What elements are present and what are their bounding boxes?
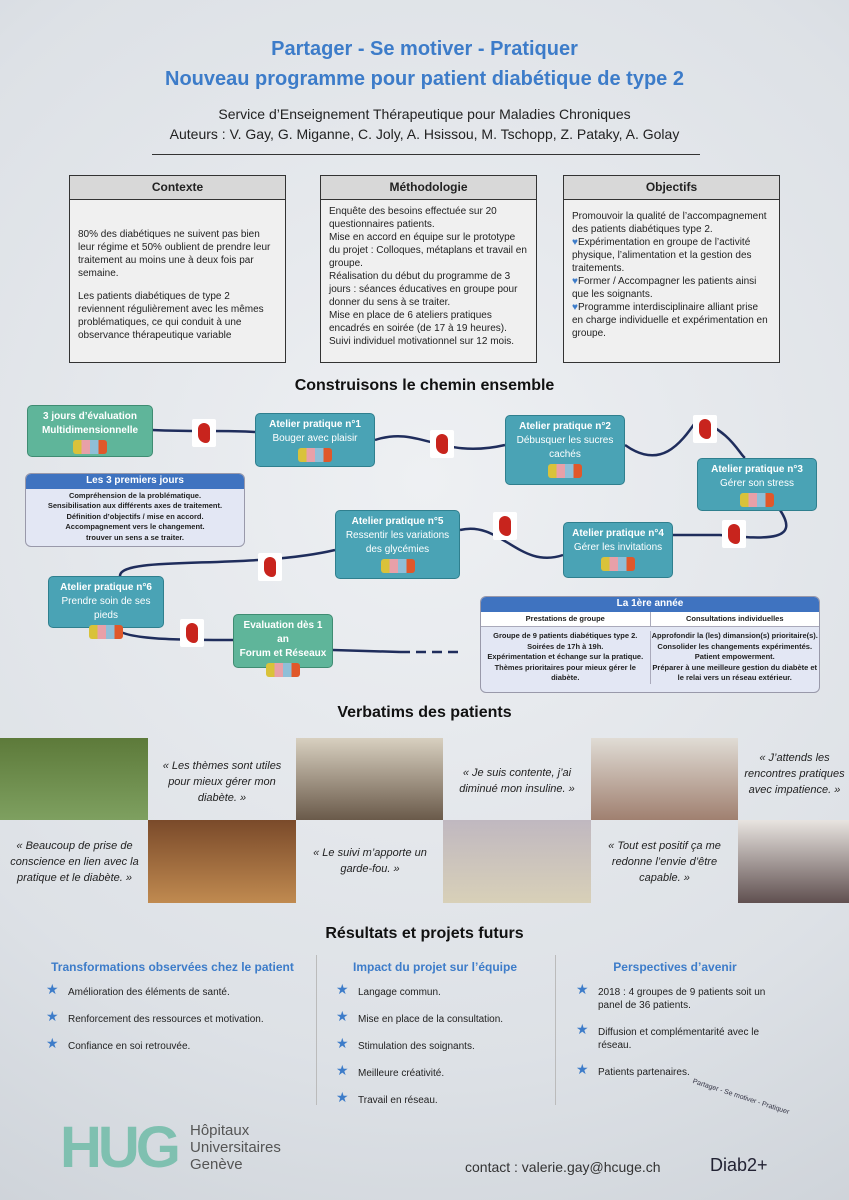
poster-subtitle: Nouveau programme pour patient diabétiqu…: [165, 68, 684, 90]
mascot-icon: [493, 512, 517, 540]
verbatims-heading: Verbatims des patients: [337, 704, 512, 721]
objective-text: Expérimentation en groupe de l’activité …: [572, 237, 752, 274]
mascots-icon: [298, 448, 332, 462]
mascots-icon: [89, 625, 123, 639]
quote: « Je suis contente, j’ai diminué mon ins…: [459, 767, 575, 795]
photo-group-meal: [296, 738, 443, 820]
mascots-icon: [740, 493, 774, 507]
mascots-icon: [601, 557, 635, 571]
service-name: Service d’Enseignement Thérapeutique pou…: [218, 106, 631, 122]
mascots-icon: [266, 663, 300, 677]
methodology-text: Mise en accord en équipe sur le prototyp…: [329, 232, 527, 269]
heart-icon: ♥: [572, 237, 578, 248]
results-col-patient: Transformations observées chez le patien…: [40, 960, 305, 1067]
authors: Auteurs : V. Gay, G. Miganne, C. Joly, A…: [169, 126, 680, 142]
quote: « J’attends les rencontres pratiques ave…: [744, 752, 845, 796]
mascot-icon: [722, 520, 746, 548]
poster-title: Partager - Se motiver - Pratiquer: [271, 38, 578, 60]
divider: [316, 955, 317, 1105]
objective-text: Promouvoir la qualité de l’accompagnemen…: [572, 211, 767, 235]
objectives-box: Objectifs Promouvoir la qualité de l’acc…: [563, 175, 780, 363]
context-title: Contexte: [70, 176, 285, 200]
contact-email: contact : valerie.gay@hcuge.ch: [465, 1159, 661, 1175]
objective-text: Former / Accompagner les patients ainsi …: [572, 276, 757, 300]
diab-logo: Diab2+: [710, 1155, 768, 1175]
methodology-text: Enquête des besoins effectuée sur 20 que…: [329, 206, 497, 230]
mascot-icon: [192, 419, 216, 447]
quote: « Les thèmes sont utiles pour mieux gére…: [162, 760, 282, 804]
mascots-icon: [73, 440, 107, 454]
methodology-text: Mise en place de 6 ateliers pratiques en…: [329, 310, 507, 334]
methodology-title: Méthodologie: [321, 176, 536, 200]
methodology-text: Suivi individuel motivationnel sur 12 mo…: [329, 336, 515, 347]
photo-outdoor-walk: [0, 738, 148, 820]
first-3-days-card: Les 3 premiers jours Compréhension de la…: [25, 473, 245, 547]
mascots-icon: [380, 559, 415, 573]
heart-icon: ♥: [572, 276, 578, 287]
hug-logo: HUG: [60, 1115, 181, 1180]
results-col-team: Impact du projet sur l’équipe Langage co…: [330, 960, 540, 1121]
context-box: Contexte 80% des diabétiques ne suivent …: [69, 175, 286, 363]
mascots-icon: [548, 464, 582, 478]
context-text: Les patients diabétiques de type 2 revie…: [78, 291, 264, 341]
quote: « Le suivi m’apporte un garde-fou. »: [313, 847, 427, 875]
photo-cooking: [591, 738, 738, 820]
divider: [152, 154, 700, 155]
objectives-title: Objectifs: [564, 176, 779, 200]
context-text: 80% des diabétiques ne suivent pas bien …: [78, 229, 271, 279]
divider: [555, 955, 556, 1105]
path-heading: Construisons le chemin ensemble: [294, 377, 555, 394]
results-col-future: Perspectives d’avenir 2018 : 4 groupes d…: [570, 960, 780, 1093]
mascot-icon: [430, 430, 454, 458]
quote: « Beaucoup de prise de conscience en lie…: [10, 840, 139, 884]
methodology-text: Réalisation du début du programme de 3 j…: [329, 271, 518, 308]
mascot-icon: [258, 553, 282, 581]
heart-icon: ♥: [572, 302, 578, 313]
results-heading: Résultats et projets futurs: [325, 925, 524, 942]
methodology-box: Méthodologie Enquête des besoins effectu…: [320, 175, 537, 363]
objective-text: Programme interdisciplinaire alliant pri…: [572, 302, 768, 339]
photo-food-plates: [148, 820, 296, 903]
photo-vr-headsets: [738, 820, 849, 903]
photo-sugar-display: [443, 820, 591, 903]
quote: « Tout est positif ça me redonne l’envie…: [608, 840, 721, 884]
mascot-icon: [693, 415, 717, 443]
mascot-icon: [180, 619, 204, 647]
